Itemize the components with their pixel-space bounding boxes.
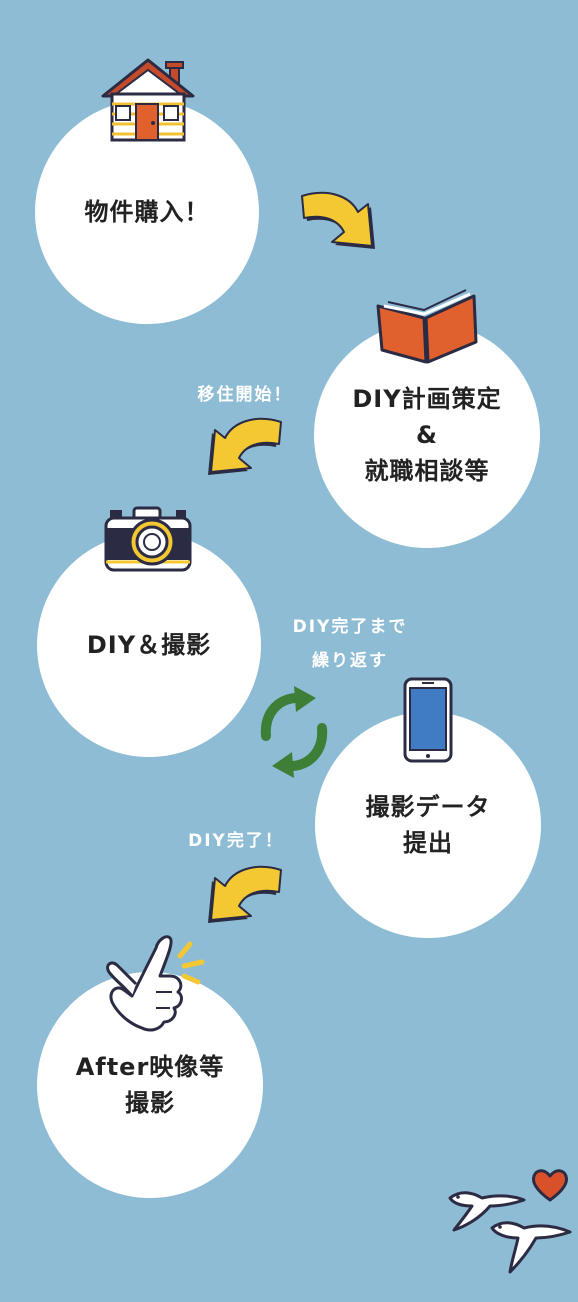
book-icon (376, 289, 478, 364)
house-icon (101, 58, 195, 142)
step-circle-after: After映像等 撮影 (37, 972, 263, 1198)
note-move-in: 移住開始！ (197, 385, 293, 405)
step-label-submit: 撮影データ 提出 (365, 793, 491, 857)
note-repeat: DIY完了まで 繰り返す (292, 617, 408, 671)
step-label-diy: DIY＆撮影 (86, 631, 212, 659)
note-diy-done: DIY完了！ (188, 831, 284, 851)
step-label-purchase: 物件購入！ (84, 198, 210, 226)
camera-icon (104, 506, 192, 572)
smartphone-icon (403, 677, 453, 763)
step-label-planning: DIY計画策定 & 就職相談等 (352, 385, 502, 485)
bird-icon (448, 1191, 526, 1232)
heart-icon (532, 1169, 568, 1202)
bird-icon (490, 1221, 572, 1274)
pointing-hand-icon (106, 935, 205, 1032)
arrow-icon (301, 191, 375, 249)
step-label-after: After映像等 撮影 (75, 1053, 225, 1117)
arrow-icon (208, 865, 282, 923)
arrow-icon (208, 417, 282, 475)
cycle-arrows-icon (260, 686, 328, 778)
